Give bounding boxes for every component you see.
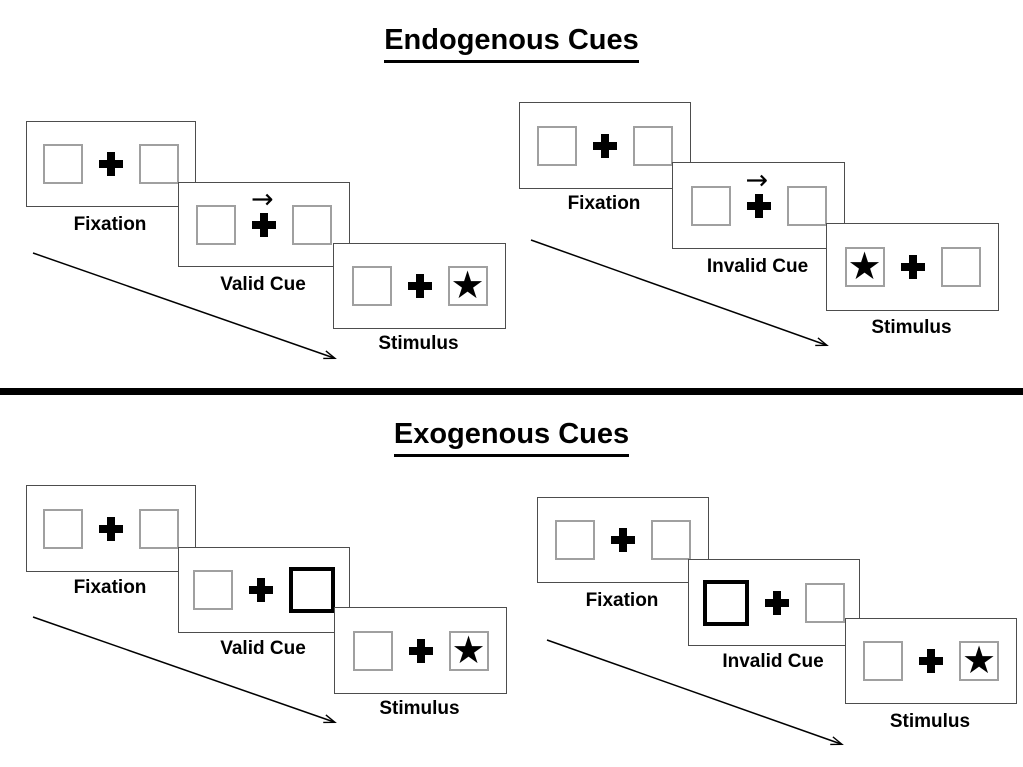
left-box: [690, 185, 731, 226]
fixation-cross-wrap: →: [746, 167, 771, 218]
fixation-cross-wrap: [249, 578, 273, 602]
exo-invalid-fixation-panel: [537, 497, 709, 583]
fixation-cross-icon: [900, 255, 925, 279]
right-box: [633, 125, 673, 166]
exo-invalid-stimulus-panel: ★: [845, 618, 1017, 704]
fixation-cross-icon: [765, 590, 789, 615]
fixation-cross-wrap: [593, 133, 617, 158]
right-arrow-cue-icon: →: [745, 164, 769, 196]
right-box-with-target: ★: [959, 641, 999, 681]
panel-label: Stimulus: [379, 698, 460, 719]
left-box: [196, 204, 236, 245]
star-target-icon: ★: [961, 638, 997, 682]
left-box: [193, 570, 233, 610]
panel-label: Fixation: [73, 577, 147, 598]
right-box-with-target: ★: [447, 263, 488, 307]
fixation-cross-icon: [407, 274, 432, 298]
panel-label: Fixation: [567, 193, 641, 214]
right-box: [139, 144, 179, 184]
section-title-endogenous: Endogenous Cues: [0, 24, 1023, 63]
panel-label: Stimulus: [871, 317, 952, 338]
star-target-icon: ★: [451, 627, 486, 672]
fixation-cross-wrap: [919, 649, 943, 673]
right-box-with-target: ★: [448, 627, 489, 672]
fixation-cross-wrap: →: [251, 186, 276, 237]
right-box: [940, 247, 981, 287]
endo-invalid-cue-panel: →: [672, 162, 845, 249]
left-box: [352, 630, 393, 671]
exo-valid-cue-panel: [178, 547, 350, 633]
fixation-cross-icon: [746, 193, 771, 218]
right-box-highlighted-cue: [289, 567, 335, 613]
panel-label: Stimulus: [378, 333, 459, 354]
panel-label: Valid Cue: [220, 274, 306, 295]
panel-label: Stimulus: [889, 711, 971, 732]
section-title-exogenous: Exogenous Cues: [0, 418, 1023, 457]
right-box: [805, 582, 845, 623]
panel-label: Invalid Cue: [706, 256, 809, 277]
left-box-highlighted-cue: [703, 579, 749, 626]
endo-valid-stimulus-panel: ★: [333, 243, 506, 329]
panel-label: Fixation: [585, 590, 659, 611]
right-box: [139, 508, 179, 549]
right-box: [651, 520, 691, 560]
section-divider: [0, 388, 1023, 395]
section-title-text: Endogenous Cues: [384, 24, 639, 63]
section-title-text: Exogenous Cues: [393, 418, 630, 457]
fixation-cross-wrap: [407, 274, 432, 298]
fixation-cross-wrap: [99, 516, 123, 541]
fixation-cross-wrap: [99, 152, 123, 176]
endo-invalid-stimulus-panel: ★: [826, 223, 999, 311]
fixation-cross-icon: [252, 212, 276, 237]
fixation-cross-wrap: [611, 528, 635, 552]
panel-label: Fixation: [73, 214, 147, 235]
left-box: [537, 125, 577, 166]
star-target-icon: ★: [450, 263, 485, 307]
fixation-cross-wrap: [408, 638, 433, 663]
fixation-cross-icon: [611, 528, 635, 552]
star-target-icon: ★: [847, 244, 882, 288]
fixation-cross-icon: [99, 152, 123, 176]
left-box: [351, 266, 392, 306]
panel-label: Invalid Cue: [722, 651, 824, 672]
right-box: [292, 204, 332, 245]
endo-invalid-fixation-panel: [519, 102, 691, 189]
panel-label: Valid Cue: [220, 638, 306, 659]
endo-valid-cue-panel: →: [178, 182, 350, 267]
left-box: [43, 144, 83, 184]
fixation-cross-icon: [593, 133, 617, 158]
left-box: [43, 508, 83, 549]
fixation-cross-icon: [408, 638, 433, 663]
right-box: [786, 185, 827, 226]
fixation-cross-icon: [99, 516, 123, 541]
fixation-cross-wrap: [765, 590, 789, 615]
left-box: [863, 641, 903, 681]
exo-valid-stimulus-panel: ★: [334, 607, 507, 694]
left-box-with-target: ★: [844, 244, 885, 288]
fixation-cross-icon: [919, 649, 943, 673]
endo-valid-time-arrow: [32, 252, 334, 358]
fixation-cross-wrap: [900, 255, 925, 279]
exo-invalid-cue-panel: [688, 559, 860, 646]
endo-valid-fixation-panel: [26, 121, 196, 207]
exo-valid-fixation-panel: [26, 485, 196, 572]
right-arrow-cue-icon: →: [251, 183, 274, 215]
left-box: [555, 520, 595, 560]
fixation-cross-icon: [249, 578, 273, 602]
